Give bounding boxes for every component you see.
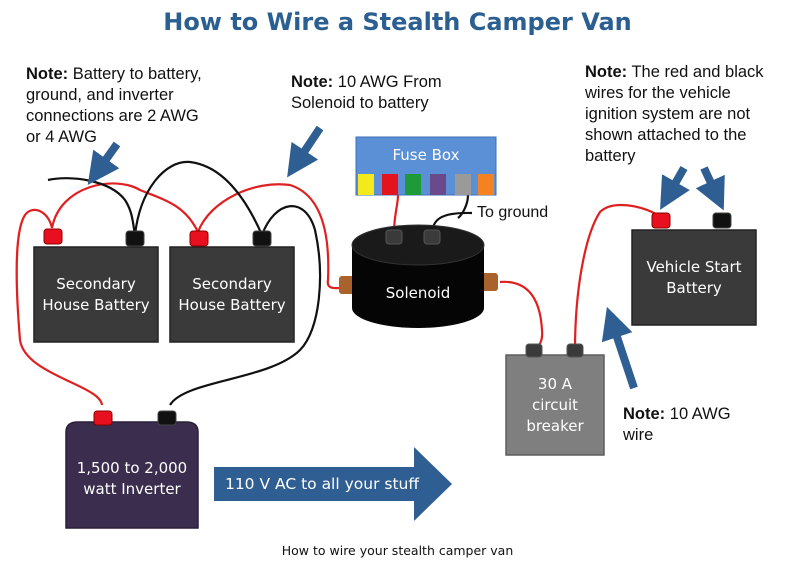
note-ignition: Note: The red and black wires for the ve… — [585, 62, 764, 167]
inverter — [65, 410, 199, 529]
note-arrows — [87, 125, 725, 390]
label-line: House Battery — [178, 295, 286, 314]
note-text: 10 AWG — [669, 405, 731, 423]
positive-terminal — [43, 228, 63, 245]
red-wire-battery1-to-battery2 — [50, 182, 199, 233]
red-wire-solenoid-to-breaker — [499, 280, 544, 351]
breaker-label: 30 A circuit breaker — [506, 358, 604, 452]
label-line: 30 A — [537, 374, 573, 393]
note-text: or 4 AWG — [26, 128, 97, 146]
solenoid-terminal-right — [423, 229, 441, 245]
fuse-box-label: Fuse Box — [392, 145, 460, 164]
note-solenoid-wire: Note: 10 AWG From Solenoid to battery — [291, 72, 442, 114]
secondary-house-battery-2 — [169, 230, 295, 343]
wires — [15, 160, 659, 406]
note-text: connections are 2 AWG — [26, 107, 199, 125]
inverter-label: 1,500 to 2,000 watt Inverter — [66, 430, 198, 528]
ac-arrow-label: 110 V AC to all your stuff — [224, 474, 420, 493]
label-line: Battery — [666, 278, 722, 297]
fuse-yellow — [358, 174, 374, 195]
fuse-purple — [430, 174, 446, 195]
note-battery-connections: Note: Battery to battery, ground, and in… — [26, 64, 202, 148]
note-breaker-wire: Note: 10 AWG wire — [623, 404, 731, 446]
note-text: ignition system are not — [585, 105, 751, 123]
breaker-terminal-right — [566, 343, 584, 358]
secondary-house-battery-1 — [33, 228, 159, 343]
note-text: 10 AWG From — [337, 73, 442, 91]
diagram-title: How to Wire a Stealth Camper Van — [163, 8, 632, 36]
solenoid — [339, 224, 498, 328]
note-text: wire — [623, 426, 654, 444]
negative-terminal — [125, 230, 145, 247]
to-ground-label: To ground — [477, 204, 549, 221]
black-wire-battery1-to-battery2 — [133, 160, 264, 236]
positive-terminal — [651, 212, 671, 229]
label-line: watt Inverter — [83, 480, 181, 498]
red-wire-battery2-to-solenoid — [196, 183, 343, 290]
breaker-terminal-left — [525, 343, 543, 358]
note-prefix: Note: — [26, 65, 69, 83]
ac-output-arrow — [214, 447, 452, 521]
right-lug — [480, 273, 498, 291]
circuit-breaker — [505, 343, 605, 456]
figure-caption: How to wire your stealth camper van — [281, 543, 514, 558]
note-text: battery — [585, 147, 636, 165]
positive-terminal — [93, 410, 113, 426]
negative-terminal — [252, 230, 272, 247]
fuse-box — [355, 136, 497, 196]
negative-terminal — [712, 212, 732, 229]
solenoid-label: Solenoid — [385, 283, 451, 302]
arrow-note-ignition-left — [660, 166, 690, 210]
black-wire-fuse-box — [457, 194, 470, 219]
negative-terminal — [157, 410, 177, 426]
note-text: shown attached to the — [585, 126, 747, 144]
note-text: ground, and inverter — [26, 86, 174, 104]
fuse-gray — [455, 174, 471, 195]
label-line: 1,500 to 2,000 — [76, 459, 188, 477]
label-line: Secondary — [56, 274, 136, 293]
fuse-green — [405, 174, 421, 195]
label-line: circuit — [531, 395, 579, 414]
positive-terminal — [189, 230, 209, 247]
red-wire-inverter-to-battery1 — [15, 208, 104, 406]
vehicle-start-battery — [631, 212, 757, 326]
label-line: Vehicle Start — [646, 257, 742, 276]
black-wire-battery2-to-inverter — [169, 205, 322, 406]
note-text: Solenoid to battery — [291, 94, 429, 112]
note-prefix: Note: — [291, 73, 334, 91]
label-line: House Battery — [42, 295, 150, 314]
fuse-red — [382, 174, 398, 195]
arrow-note-solenoid — [287, 125, 324, 178]
red-wire-breaker-to-start-battery — [573, 203, 659, 351]
note-prefix: Note: — [585, 63, 628, 81]
black-wire-battery1 — [47, 177, 137, 236]
label-line: breaker — [526, 416, 584, 435]
fuse-orange — [478, 174, 494, 195]
note-prefix: Note: — [623, 405, 666, 423]
note-text: wires for the vehicle — [585, 84, 731, 102]
note-text: The red and black — [631, 63, 764, 81]
arrow-note-ignition-right — [695, 166, 725, 211]
arrow-note-breaker-wire — [601, 306, 638, 390]
note-text: Battery to battery, — [72, 65, 202, 83]
arrow-note-battery — [87, 141, 121, 186]
label-line: Secondary — [192, 274, 272, 293]
solenoid-terminal-left — [385, 229, 403, 245]
